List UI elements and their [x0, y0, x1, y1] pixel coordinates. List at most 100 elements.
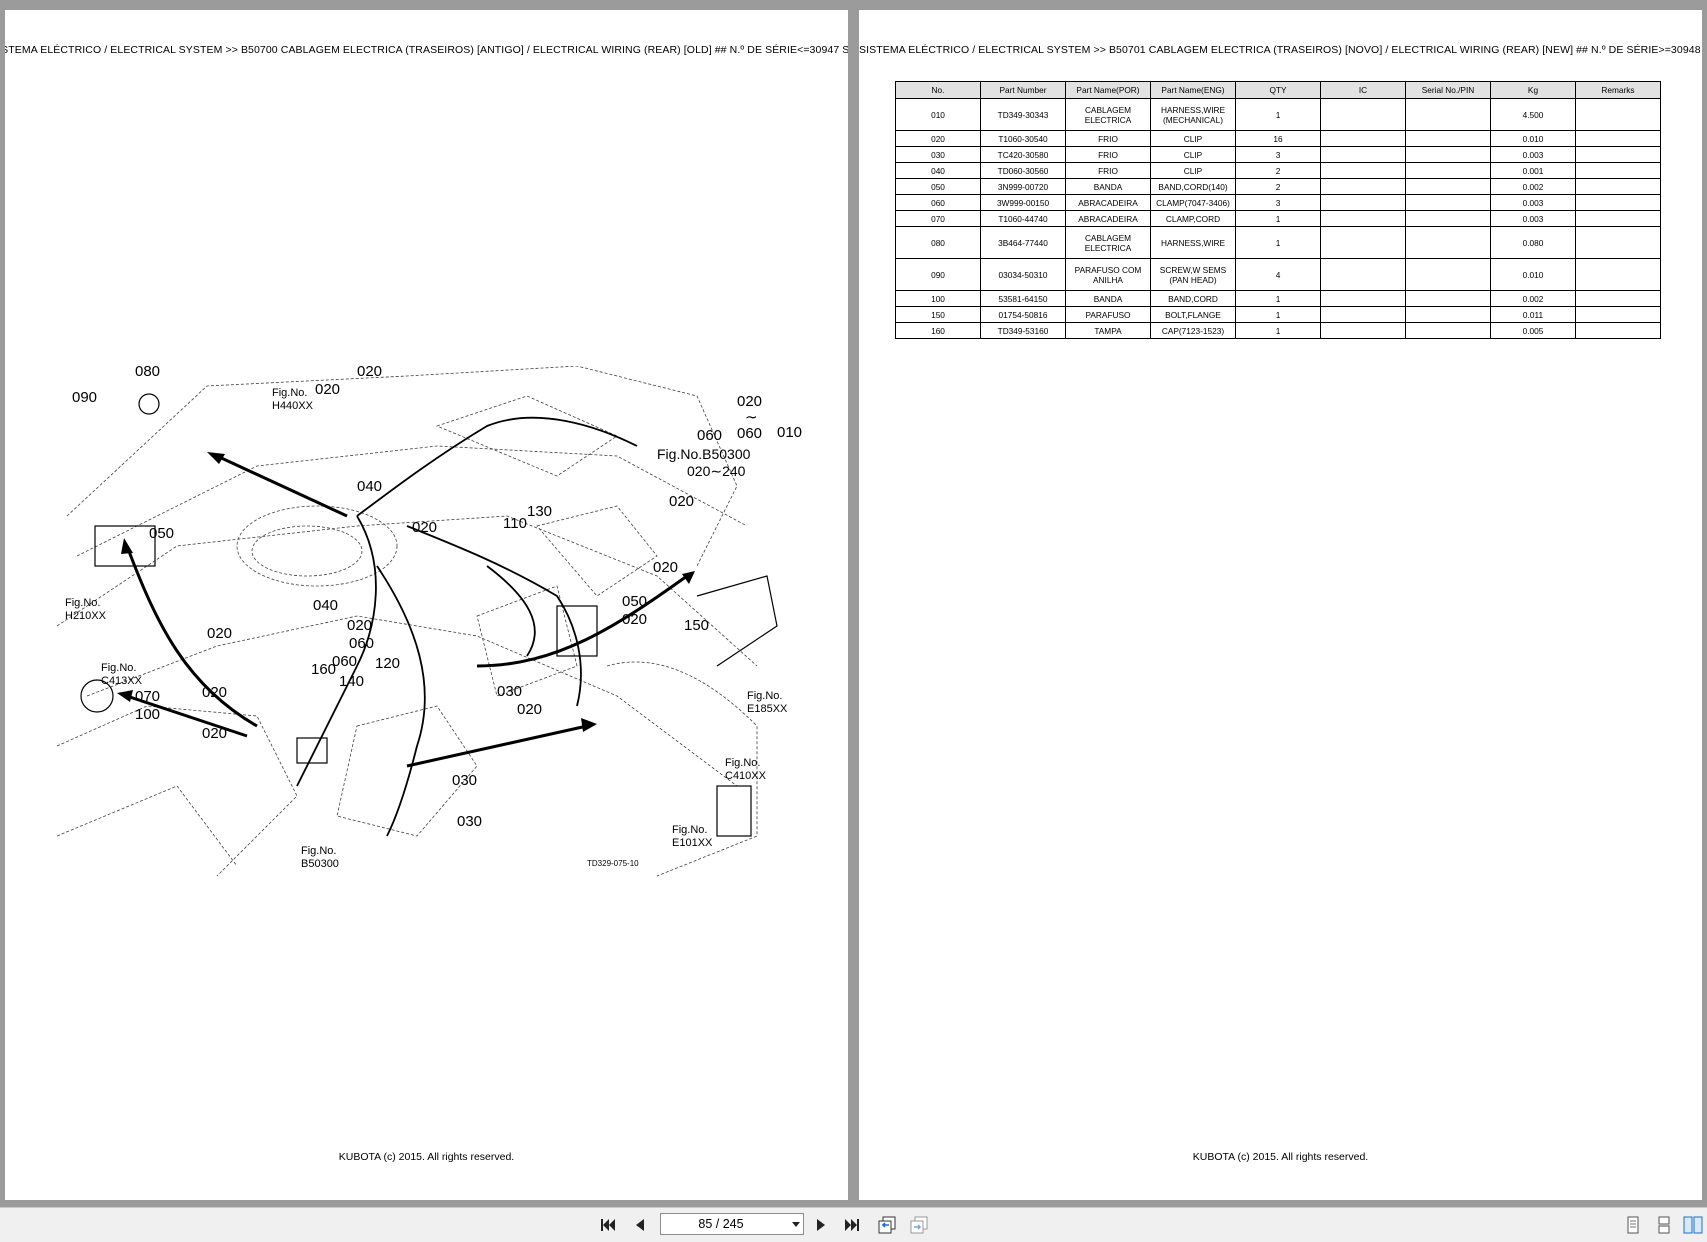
two-page-view-button[interactable]: [1681, 1214, 1705, 1236]
cell-serial: [1405, 162, 1491, 179]
cell-part-name-por: BANDA: [1065, 178, 1151, 195]
cell-qty: 1: [1235, 322, 1321, 339]
callout-100: 100: [135, 706, 160, 723]
pointer-arrows: [125, 454, 688, 768]
cell-part-name-por: FRIO: [1065, 162, 1151, 179]
callout-020: 020: [202, 684, 227, 701]
callout-040: 040: [313, 597, 338, 614]
continuous-view-button[interactable]: [1652, 1214, 1676, 1236]
cell-kg: 4.500: [1490, 98, 1576, 131]
cell-kg: 0.003: [1490, 146, 1576, 163]
left-page-header: SISTEMA ELÉCTRICO / ELECTRICAL SYSTEM >>…: [5, 44, 848, 56]
continuous-page-icon: [1658, 1216, 1670, 1234]
cell-ic: [1320, 322, 1406, 339]
callout-020: 020: [517, 701, 542, 718]
cell-qty: 1: [1235, 210, 1321, 227]
callout-020-range: 020∼060: [737, 393, 762, 442]
cell-serial: [1405, 194, 1491, 211]
cell-part-number: TD060-30560: [980, 162, 1066, 179]
callout-020: 020: [207, 625, 232, 642]
cell-ic: [1320, 178, 1406, 195]
callout-150: 150: [684, 617, 709, 634]
cell-remarks: [1575, 98, 1661, 131]
callout-080: 080: [135, 366, 160, 380]
first-page-button[interactable]: [596, 1214, 620, 1236]
callout-160: 160: [311, 661, 336, 678]
fig-ref-e185xx: E185XX: [747, 703, 788, 715]
callout-030: 030: [452, 772, 477, 789]
right-page: SISTEMA ELÉCTRICO / ELECTRICAL SYSTEM >>…: [859, 10, 1702, 1200]
history-back-icon: [878, 1216, 896, 1234]
cell-remarks: [1575, 130, 1661, 147]
page-number-field[interactable]: [660, 1213, 804, 1235]
back-view-button[interactable]: [875, 1214, 899, 1236]
cell-part-name-eng: HARNESS,WIRE (MECHANICAL): [1150, 98, 1236, 131]
forward-view-button[interactable]: [907, 1214, 931, 1236]
callout-labels: 080 090 020 020 010 020 060 040 110 130 …: [72, 366, 802, 830]
callout-050: 050: [622, 593, 647, 610]
cell-kg: 0.010: [1490, 258, 1576, 291]
cell-serial: [1405, 146, 1491, 163]
cell-ic: [1320, 146, 1406, 163]
callout-010: 010: [777, 424, 802, 441]
cell-no: 060: [895, 194, 981, 211]
single-page-icon: [1627, 1216, 1639, 1234]
cell-remarks: [1575, 322, 1661, 339]
cell-part-number: T1060-30540: [980, 130, 1066, 147]
cell-part-name-por: BANDA: [1065, 290, 1151, 307]
cell-part-name-por: PARAFUSO: [1065, 306, 1151, 323]
tractor-sketch: [57, 366, 758, 877]
last-page-button[interactable]: [840, 1214, 864, 1236]
page-number-input[interactable]: [661, 1214, 781, 1234]
parts-diagram: 080 090 020 020 010 020 060 040 110 130 …: [57, 366, 802, 877]
chevron-down-icon[interactable]: [792, 1222, 800, 1227]
cell-qty: 1: [1235, 98, 1321, 131]
callout-020: 020: [347, 617, 372, 634]
col-kg-header: Kg: [1490, 81, 1576, 99]
cell-remarks: [1575, 226, 1661, 259]
col-part-number-header: Part Number: [980, 81, 1066, 99]
fig-ref-label: Fig.No.: [301, 845, 336, 857]
cell-no: 010: [895, 98, 981, 131]
callout-110: 110: [503, 515, 527, 532]
cell-part-name-eng: CLAMP,CORD: [1150, 210, 1236, 227]
callout-020: 020: [669, 493, 694, 510]
single-page-view-button[interactable]: [1621, 1214, 1645, 1236]
prev-page-button[interactable]: [628, 1214, 652, 1236]
cell-remarks: [1575, 146, 1661, 163]
cell-qty: 1: [1235, 226, 1321, 259]
cell-part-name-eng: HARNESS,WIRE: [1150, 226, 1236, 259]
parts-table: No. Part Number Part Name(POR) Part Name…: [895, 81, 1661, 339]
cell-no: 090: [895, 258, 981, 291]
component-sketches: [80, 393, 778, 837]
callout-020: 020: [653, 559, 678, 576]
callout-120: 120: [375, 655, 400, 672]
triangle-right-icon: [817, 1219, 825, 1231]
fig-ref-label: Fig.No.: [272, 387, 307, 399]
cell-kg: 0.005: [1490, 322, 1576, 339]
cell-part-name-por: ABRACADEIRA: [1065, 194, 1151, 211]
fig-ref-label: Fig.No.: [672, 824, 707, 836]
callout-130: 130: [527, 503, 552, 520]
col-qty-header: QTY: [1235, 81, 1321, 99]
cell-qty: 1: [1235, 306, 1321, 323]
next-page-button[interactable]: [809, 1214, 833, 1236]
cell-part-number: T1060-44740: [980, 210, 1066, 227]
cell-kg: 0.002: [1490, 290, 1576, 307]
cell-ic: [1320, 194, 1406, 211]
fig-ref-label: Fig.No.: [101, 662, 136, 674]
range-start: 020: [737, 393, 762, 410]
cell-part-number: TD349-30343: [980, 98, 1066, 131]
cell-part-name-eng: CLIP: [1150, 146, 1236, 163]
cell-kg: 0.001: [1490, 162, 1576, 179]
cell-qty: 3: [1235, 194, 1321, 211]
callout-020: 020: [202, 725, 227, 742]
cell-ic: [1320, 226, 1406, 259]
cell-part-number: 3B464-77440: [980, 226, 1066, 259]
cell-ic: [1320, 290, 1406, 307]
cell-part-name-por: ABRACADEIRA: [1065, 210, 1151, 227]
